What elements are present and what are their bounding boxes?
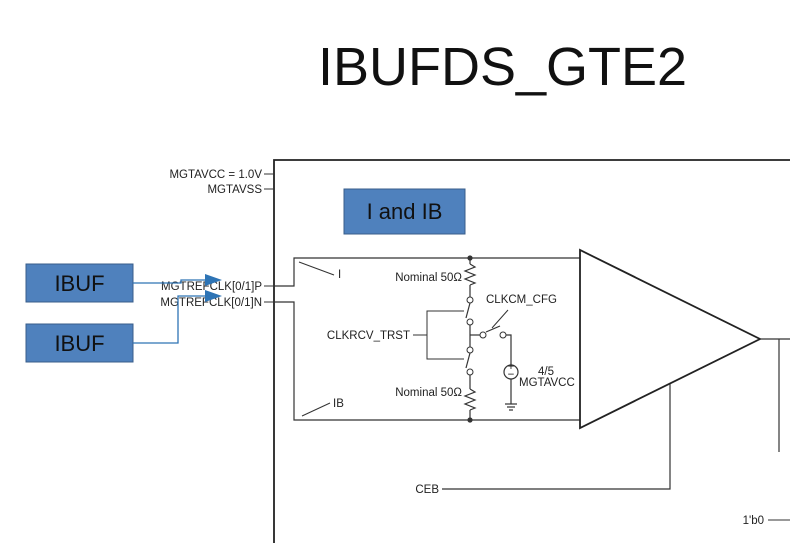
nominal-bottom-label: Nominal 50Ω — [395, 387, 462, 399]
resistor-top — [463, 263, 477, 286]
ibuf-label-bottom: IBUF — [54, 331, 104, 356]
ibuf-block-top — [25, 263, 134, 303]
ratio-label: 4/5 — [538, 366, 554, 378]
mgtavss-label: MGTAVSS — [207, 184, 262, 196]
switch-bottom-blade — [465, 352, 471, 369]
refclk-n-label: MGTREFCLK[0/1]N — [160, 297, 262, 309]
arrowhead-n — [205, 290, 222, 302]
i-and-ib-box — [343, 188, 466, 235]
contact-bottom-2 — [466, 368, 474, 376]
i-label: I — [338, 269, 341, 281]
ibuf-top-connector — [133, 279, 205, 284]
refclk-p-label: MGTREFCLK[0/1]P — [161, 281, 262, 293]
clkcm-cfg-label: CLKCM_CFG — [486, 294, 557, 306]
nominal-top-label: Nominal 50Ω — [395, 272, 462, 284]
ceb-wire — [442, 384, 671, 490]
switch-top-blade — [465, 302, 471, 319]
mgtavcc-source-label: MGTAVCC — [519, 377, 575, 389]
i-bus — [274, 257, 580, 287]
ib-bus — [274, 301, 580, 421]
const-label: 1'b0 — [743, 515, 764, 527]
cm-contact-left — [479, 331, 487, 339]
outer-block — [273, 159, 790, 543]
ib-label: IB — [333, 398, 344, 410]
vsource-minus: − — [508, 369, 515, 381]
ibuf-label-top: IBUF — [54, 271, 104, 296]
diagram-title: IBUFDS_GTE2 — [318, 37, 687, 97]
contact-top-1 — [466, 296, 474, 304]
ib-pointer — [301, 402, 331, 417]
cm-contact-right — [499, 331, 507, 339]
resistor-bottom — [463, 388, 477, 411]
vsource-plus: + — [508, 361, 515, 373]
cm-switch-blade — [485, 325, 501, 333]
diff-buffer-triangle — [579, 248, 763, 430]
contact-top-2 — [466, 318, 474, 326]
ibuf-bottom-connector — [133, 295, 205, 344]
vsource-wire — [506, 334, 512, 365]
ibuf-block-bottom — [25, 323, 134, 363]
ceb-label: CEB — [415, 484, 439, 496]
clkrcv-trst-label: CLKRCV_TRST — [327, 330, 410, 342]
arrowhead-p — [205, 274, 222, 286]
clkcm-cfg-pointer — [491, 309, 509, 329]
i-pointer — [298, 261, 335, 276]
clkrcv-trst-bracket — [426, 310, 464, 360]
contact-bottom-1 — [466, 346, 474, 354]
mgtavcc-label: MGTAVCC = 1.0V — [169, 169, 262, 181]
i-and-ib-label: I and IB — [367, 199, 443, 224]
